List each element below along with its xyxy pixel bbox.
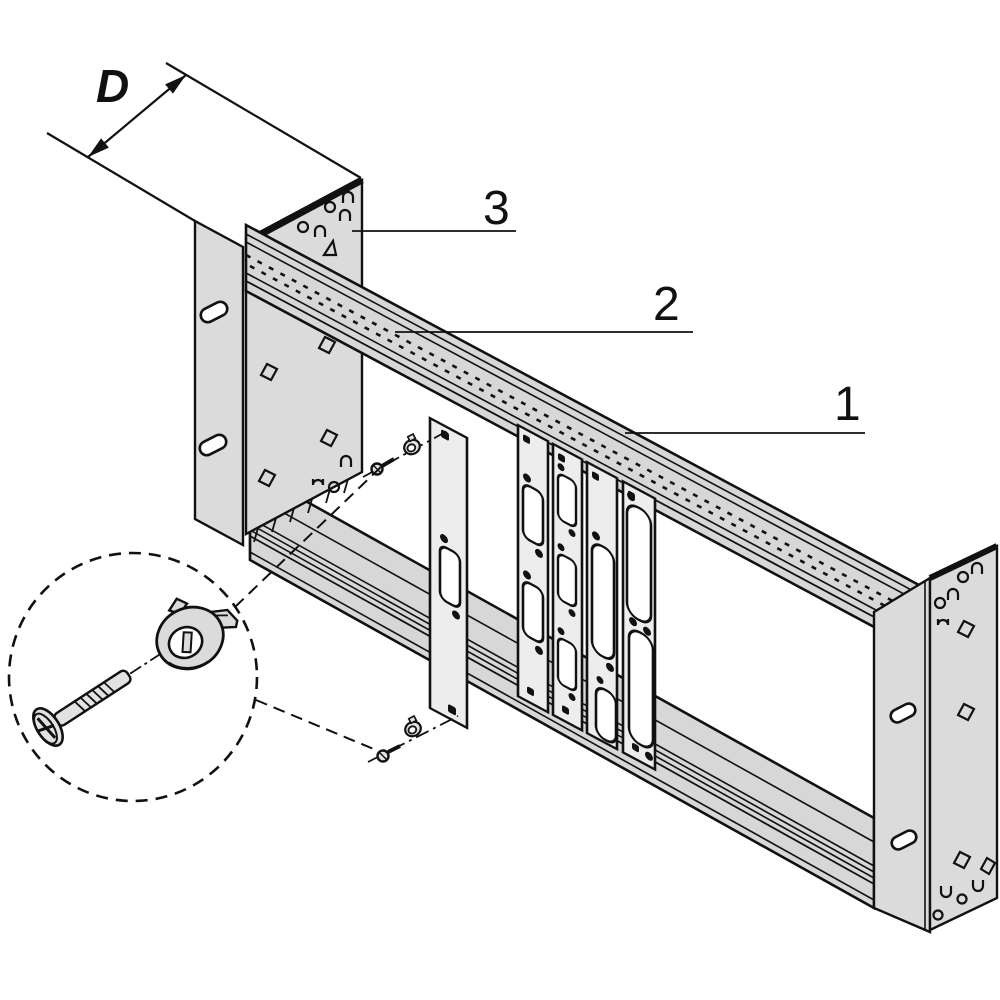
flange-slot (889, 702, 917, 724)
screw-slot (378, 751, 388, 761)
blank-front-panel (428, 416, 469, 730)
screw-shank (380, 457, 396, 468)
mounting-holes (259, 335, 337, 382)
mounting-holes (932, 850, 997, 921)
flange-slot (198, 433, 228, 457)
left-mounting-flange (193, 218, 245, 548)
screw-shank (53, 669, 132, 727)
flange-slot (199, 300, 229, 324)
callout-2: 2 (395, 278, 693, 333)
right-plate-top-edge (928, 543, 999, 581)
vent-holes (933, 561, 984, 639)
edge-ticks (253, 478, 349, 543)
captive-nut-small (404, 714, 422, 738)
slot-cutouts (625, 492, 655, 761)
dsub-cutout (438, 545, 462, 608)
mounting-hole (956, 702, 976, 722)
rail-edge-line (245, 241, 933, 610)
phillips-slot (38, 723, 55, 733)
dimension-extension-line (165, 62, 362, 179)
screw-hole (440, 534, 448, 544)
left-side-panel (193, 176, 364, 548)
screw-threads (73, 680, 116, 713)
panel-tab-hole (448, 704, 456, 716)
screw-slot (372, 464, 382, 474)
screw-hole (452, 610, 460, 620)
front-panels (428, 416, 657, 772)
rail-edge-line (249, 551, 875, 901)
right-mounting-flange (872, 575, 932, 934)
captive-nut-small (403, 432, 421, 456)
dsub-cutouts (556, 463, 578, 702)
flange-slot (890, 829, 918, 851)
nut-slot (181, 631, 193, 654)
slot-cutouts (590, 531, 618, 744)
collar-screw (32, 644, 175, 747)
dimension-d: D (46, 60, 362, 222)
rail-edge-line (245, 272, 933, 641)
callout-2-label: 2 (653, 278, 680, 331)
detail-circle (7, 551, 259, 803)
screw-shank (387, 744, 401, 754)
detail-leader-line (234, 464, 384, 608)
nut-rim-line (168, 660, 210, 669)
callout-3-label: 3 (483, 182, 510, 235)
detail-circle-outline (7, 551, 259, 803)
dimension-extension-line (46, 132, 196, 222)
screw-head-face (33, 712, 58, 745)
connector-panel (516, 423, 550, 715)
dimension-label: D (96, 60, 129, 112)
callout-3: 3 (352, 182, 516, 235)
dsub-cutouts (521, 473, 545, 655)
arrowhead-icon (88, 138, 109, 157)
connector-panel-group (516, 423, 657, 772)
panel-fastener-top (362, 428, 452, 478)
panel-fastener-bottom (367, 714, 459, 763)
fastener-centerline (362, 428, 452, 478)
rail-edge-line (245, 233, 933, 602)
callout-1-label: 1 (834, 378, 861, 431)
mounting-holes (257, 428, 353, 494)
fastener-centerline (367, 715, 459, 763)
captive-nut (155, 597, 239, 671)
left-plate-top-edge (244, 176, 364, 246)
arrowhead-icon (165, 75, 186, 94)
detail-leader-line (255, 699, 377, 751)
right-side-panel (872, 543, 999, 934)
callout-1: 1 (625, 378, 865, 434)
